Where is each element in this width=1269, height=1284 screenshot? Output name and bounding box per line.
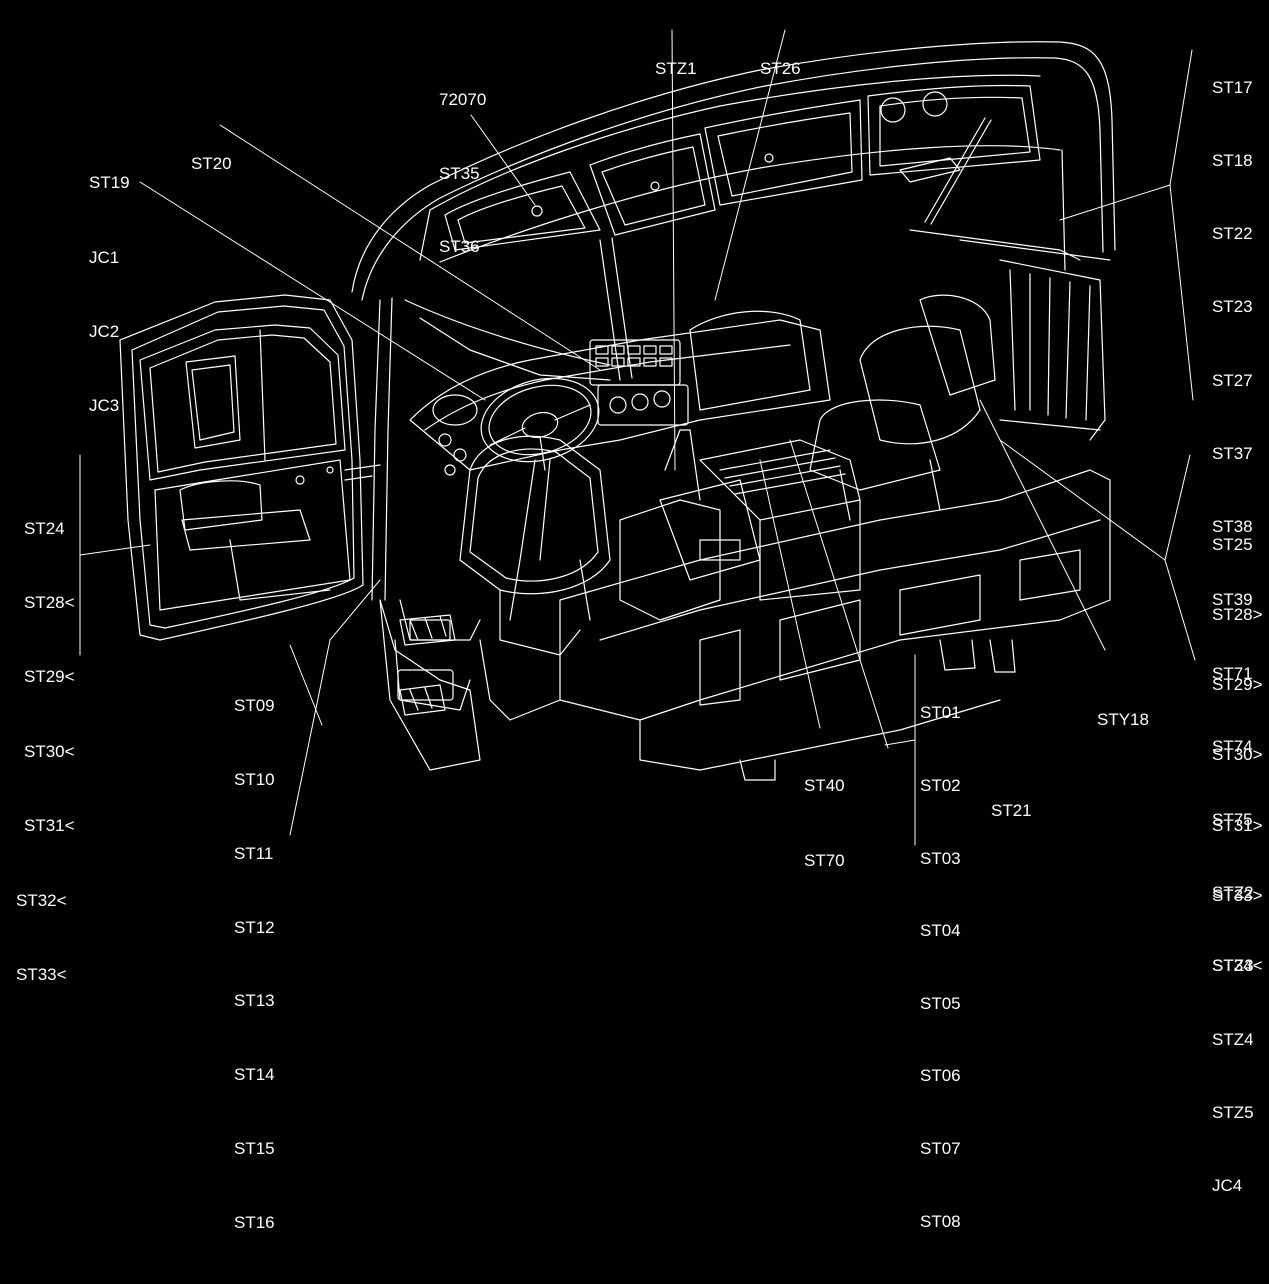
label-stz1: STZ1 — [655, 8, 697, 130]
label-st26: ST26 — [760, 8, 801, 130]
part-label: ST35 — [439, 163, 480, 183]
cab-floor — [394, 469, 1111, 781]
cab-roof — [351, 41, 1116, 301]
part-label: ST13 — [234, 991, 275, 1011]
part-label: JC2 — [89, 321, 120, 341]
part-label: ST22 — [1212, 224, 1253, 244]
label-group-left-door: ST24 ST28< ST29< ST30< ST31< ST32< ST33< — [16, 467, 75, 1037]
part-label: ST11 — [234, 843, 274, 863]
label-group-top-left: 72070 ST35 ST36 — [439, 39, 486, 309]
part-label: ST39 — [1212, 590, 1253, 610]
part-label: ST33> — [1212, 885, 1263, 905]
part-label: ST02 — [920, 776, 961, 796]
entry-steps — [379, 599, 481, 771]
label-group-bottom-right: ST01 ST02 ST03 ST04 ST05 ST06 ST07 ST08 — [920, 653, 961, 1282]
label-group-left-upper: ST19 JC1 JC2 JC3 — [89, 122, 130, 468]
part-label: ST26 — [760, 58, 801, 78]
part-label: ST03 — [920, 848, 961, 868]
part-label: ST17 — [1212, 77, 1253, 97]
part-label: 72070 — [439, 90, 487, 109]
part-label: ST74 — [1212, 736, 1253, 756]
part-label: ST14 — [234, 1065, 275, 1085]
part-label: ST16 — [234, 1212, 275, 1232]
overhead-lockers — [444, 84, 1041, 251]
part-label: ST30> — [1212, 745, 1263, 765]
part-label: STY18 — [1097, 709, 1149, 729]
part-label: ST19 — [89, 173, 130, 193]
part-label: ST18 — [1212, 151, 1253, 171]
driver-seat — [459, 435, 611, 656]
label-group-bottom-mid: ST40 ST70 — [804, 723, 845, 923]
part-label: ST29> — [1212, 675, 1263, 695]
part-label: ST06 — [920, 1066, 961, 1086]
part-label: ST32< — [16, 890, 67, 910]
center-console — [619, 429, 861, 621]
part-label: STZ5 — [1212, 1102, 1254, 1122]
left-door — [119, 294, 381, 641]
label-sty18: STY18 — [1097, 659, 1149, 781]
part-label: ST75 — [1212, 810, 1253, 829]
part-label: ST21 — [991, 800, 1032, 820]
part-label: ST01 — [920, 703, 961, 723]
part-label: ST28> — [1212, 605, 1263, 625]
part-label: ST34< — [1212, 956, 1263, 976]
part-label: ST33< — [16, 964, 67, 984]
part-label: ST29< — [24, 667, 75, 687]
sleeper-wall — [909, 229, 1111, 441]
part-label: ST71 — [1212, 663, 1253, 683]
part-label: ST23 — [1212, 297, 1253, 317]
part-label: ST38 — [1212, 517, 1253, 537]
part-label: ST70 — [804, 851, 845, 870]
part-label: ST05 — [920, 993, 961, 1013]
part-label: ST12 — [234, 917, 275, 937]
steering-wheel — [480, 377, 600, 561]
label-group-bottom-left: ST09 ST10 ST11 ST12 ST13 ST14 ST15 ST16 — [234, 645, 275, 1284]
part-label: ST25 — [1212, 534, 1253, 554]
part-label: JC3 — [89, 395, 120, 415]
part-label: ST31> — [1212, 815, 1263, 835]
part-label: STZ4 — [1212, 1029, 1254, 1049]
part-label: ST08 — [920, 1211, 961, 1231]
part-label: ST40 — [804, 776, 845, 795]
part-label: ST27 — [1212, 370, 1253, 390]
part-label: ST24 — [24, 518, 65, 538]
part-label: ST07 — [920, 1139, 961, 1159]
label-st21: ST21 — [991, 750, 1032, 872]
label-group-right-lower: ST25 ST28> ST29> ST30> ST31> ST33> ST34< — [1212, 486, 1263, 1024]
part-label: ST10 — [234, 769, 275, 789]
part-label: ST36 — [439, 237, 480, 256]
diagram-canvas: 72070 ST35 ST36 ST20 ST19 JC1 JC2 JC3 ST… — [16, 8, 1263, 1232]
dashboard — [409, 310, 831, 476]
label-st20: ST20 — [191, 103, 232, 225]
part-label: ST31< — [24, 816, 75, 836]
part-label: ST04 — [920, 921, 961, 941]
part-label: ST15 — [234, 1138, 275, 1158]
part-label: ST09 — [234, 696, 275, 716]
part-label: JC4 — [1212, 1176, 1243, 1196]
passenger-seat — [809, 294, 996, 521]
cab-cutaway-drawing — [79, 29, 1196, 846]
part-label: ST30< — [24, 741, 75, 761]
windshield-frame — [371, 237, 633, 601]
part-label: ST28< — [24, 592, 75, 612]
leader-lines — [79, 29, 1196, 846]
part-label: ST20 — [191, 153, 232, 173]
part-label: ST37 — [1212, 443, 1253, 463]
part-label: JC1 — [89, 247, 120, 267]
part-label: STZ1 — [655, 58, 697, 78]
